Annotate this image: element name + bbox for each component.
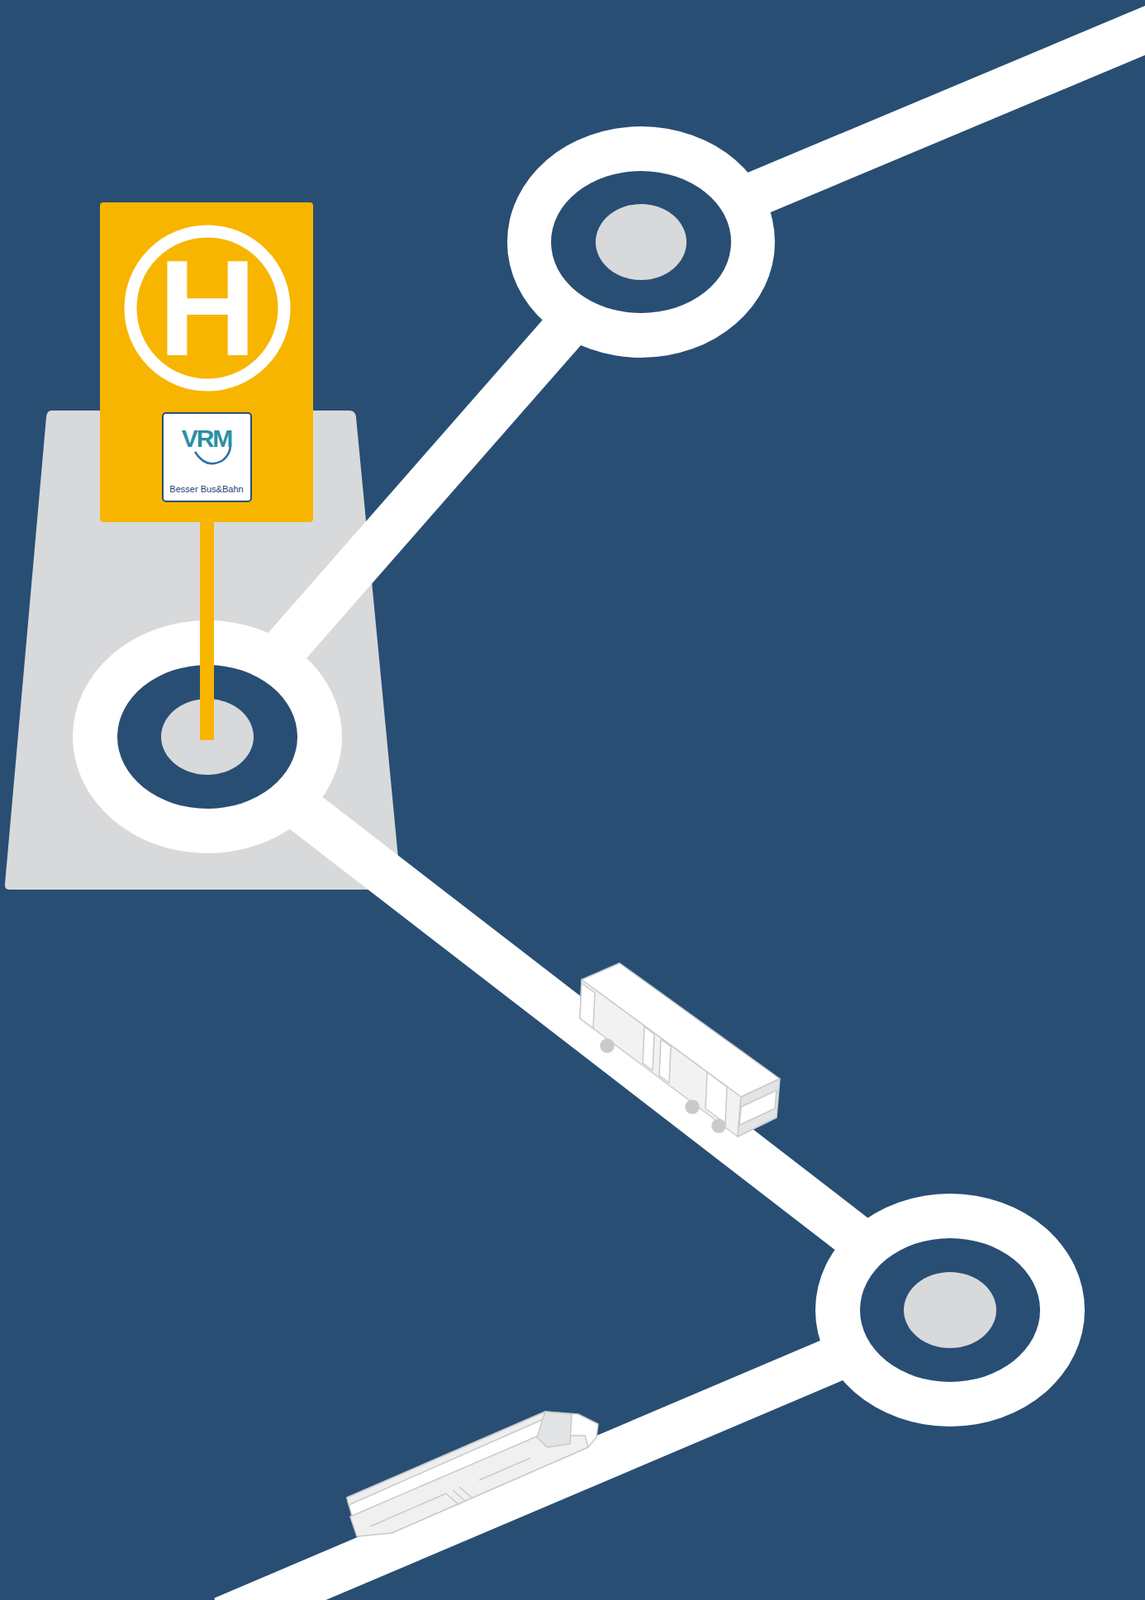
stop-ring [130,231,285,385]
stop-sign: VRM Besser Bus&Bahn H [99,202,314,523]
tram [346,1411,599,1537]
logo-box: VRM Besser Bus&Bahn [161,412,252,503]
route-lines [207,25,1145,1600]
sign-pole [199,516,214,741]
station [815,1193,1085,1427]
route-line [207,736,951,1311]
station [507,126,775,358]
bus [579,963,780,1137]
logo-wordmark: VRM [181,426,233,452]
stop-letter: H [157,240,257,377]
logo-slogan: Besser Bus&Bahn [169,484,243,495]
